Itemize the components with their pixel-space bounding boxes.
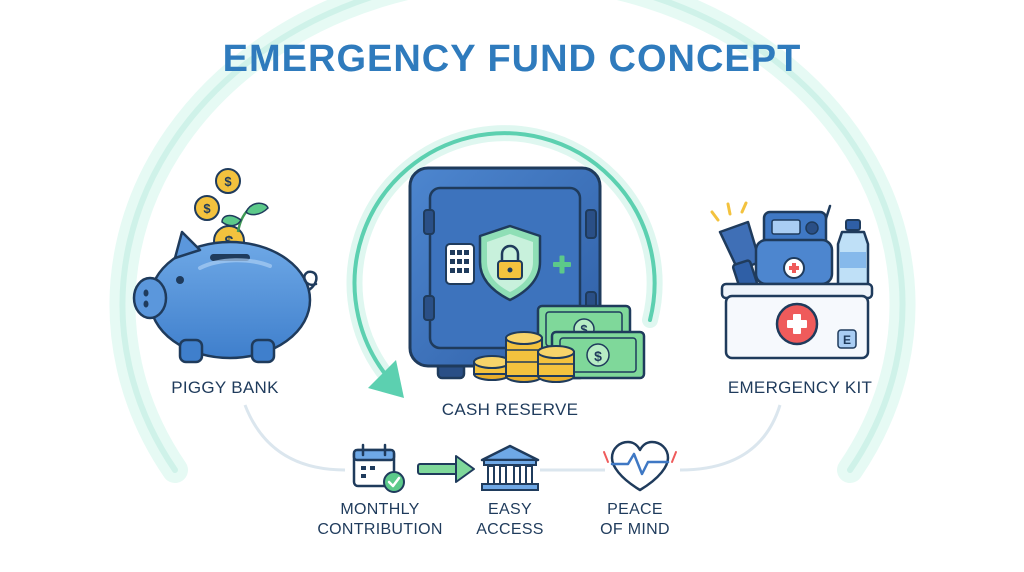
cash-reserve-label: CASH RESERVE [441, 400, 579, 419]
flashlight-icon [710, 201, 762, 291]
step-label-line: ACCESS [476, 521, 544, 538]
heart-pulse-icon [603, 440, 677, 492]
svg-text:$: $ [580, 322, 588, 337]
monthly-contribution-label: MONTHLY CONTRIBUTION [300, 500, 460, 540]
step-label-line: EASY [488, 501, 532, 518]
bottom-connector [243, 404, 782, 472]
svg-text:$: $ [224, 174, 232, 189]
emergency-kit-label: EMERGENCY KIT [727, 378, 873, 397]
svg-text:$: $ [594, 348, 602, 364]
sprout-icon [221, 202, 269, 233]
outer-glow-ring [109, 0, 916, 483]
shield-lock-icon [478, 224, 542, 302]
cash-stack-icon: $ $ [536, 304, 646, 380]
step-label-line: MONTHLY [340, 501, 420, 518]
arrow-head-icon [368, 360, 404, 398]
coin-stack-icon [473, 331, 575, 383]
bank-icon [480, 444, 540, 491]
piggy-bank-label: PIGGY BANK [171, 378, 279, 397]
svg-text:E: E [843, 333, 851, 347]
keypad-icon [445, 243, 475, 285]
step-label-line: OF MIND [600, 521, 670, 538]
coin-icon: $ [194, 195, 220, 221]
page-title: EMERGENCY FUND CONCEPT [222, 38, 802, 80]
arrow-right-icon [417, 455, 475, 483]
step-label-line: CONTRIBUTION [317, 521, 443, 538]
step-label-line: PEACE [607, 501, 663, 518]
cycle-arrow [346, 125, 663, 398]
water-bottle-icon [836, 219, 870, 288]
piggy-bank-icon: $ $ $ [132, 168, 318, 364]
calendar-check-icon [352, 443, 405, 493]
svg-text:$: $ [203, 201, 211, 216]
coin-icon: $ [215, 168, 241, 194]
peace-of-mind-label: PEACE OF MIND [570, 500, 700, 540]
first-aid-kit-icon: E [710, 201, 874, 360]
easy-access-label: EASY ACCESS [455, 500, 565, 540]
plus-icon [553, 255, 571, 274]
